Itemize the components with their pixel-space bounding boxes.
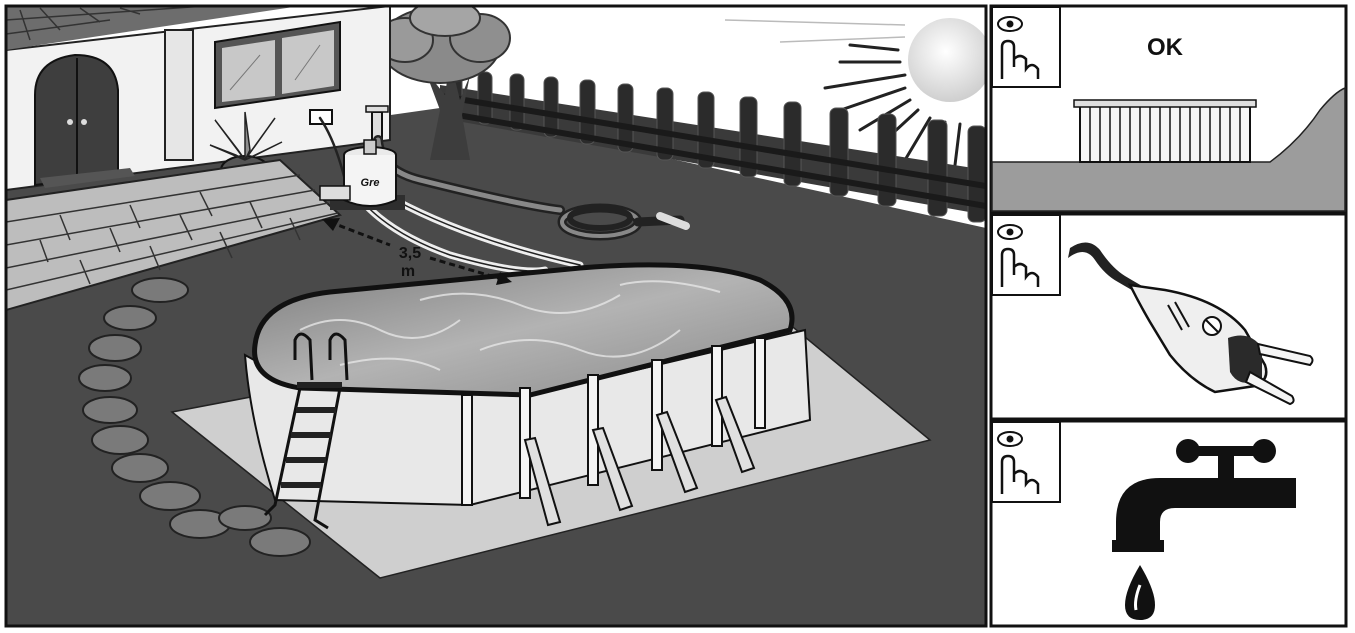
main-scene: Gre	[6, 0, 992, 626]
panel-electrical-plug	[991, 214, 1346, 419]
eye-hand-icon	[992, 7, 1060, 87]
panel-level-ground: OK	[991, 6, 1346, 212]
filter-brand-label: Gre	[361, 177, 380, 189]
panel-water-tap	[991, 421, 1346, 626]
distance-value: 3,5	[399, 245, 421, 262]
eye-hand-icon	[992, 215, 1060, 295]
pool-side-view	[1074, 100, 1256, 162]
wall-outlet-icon	[310, 110, 332, 124]
panel-ok-caption: OK	[1147, 34, 1184, 61]
distance-unit: m	[401, 263, 415, 280]
eye-hand-icon	[992, 422, 1060, 502]
